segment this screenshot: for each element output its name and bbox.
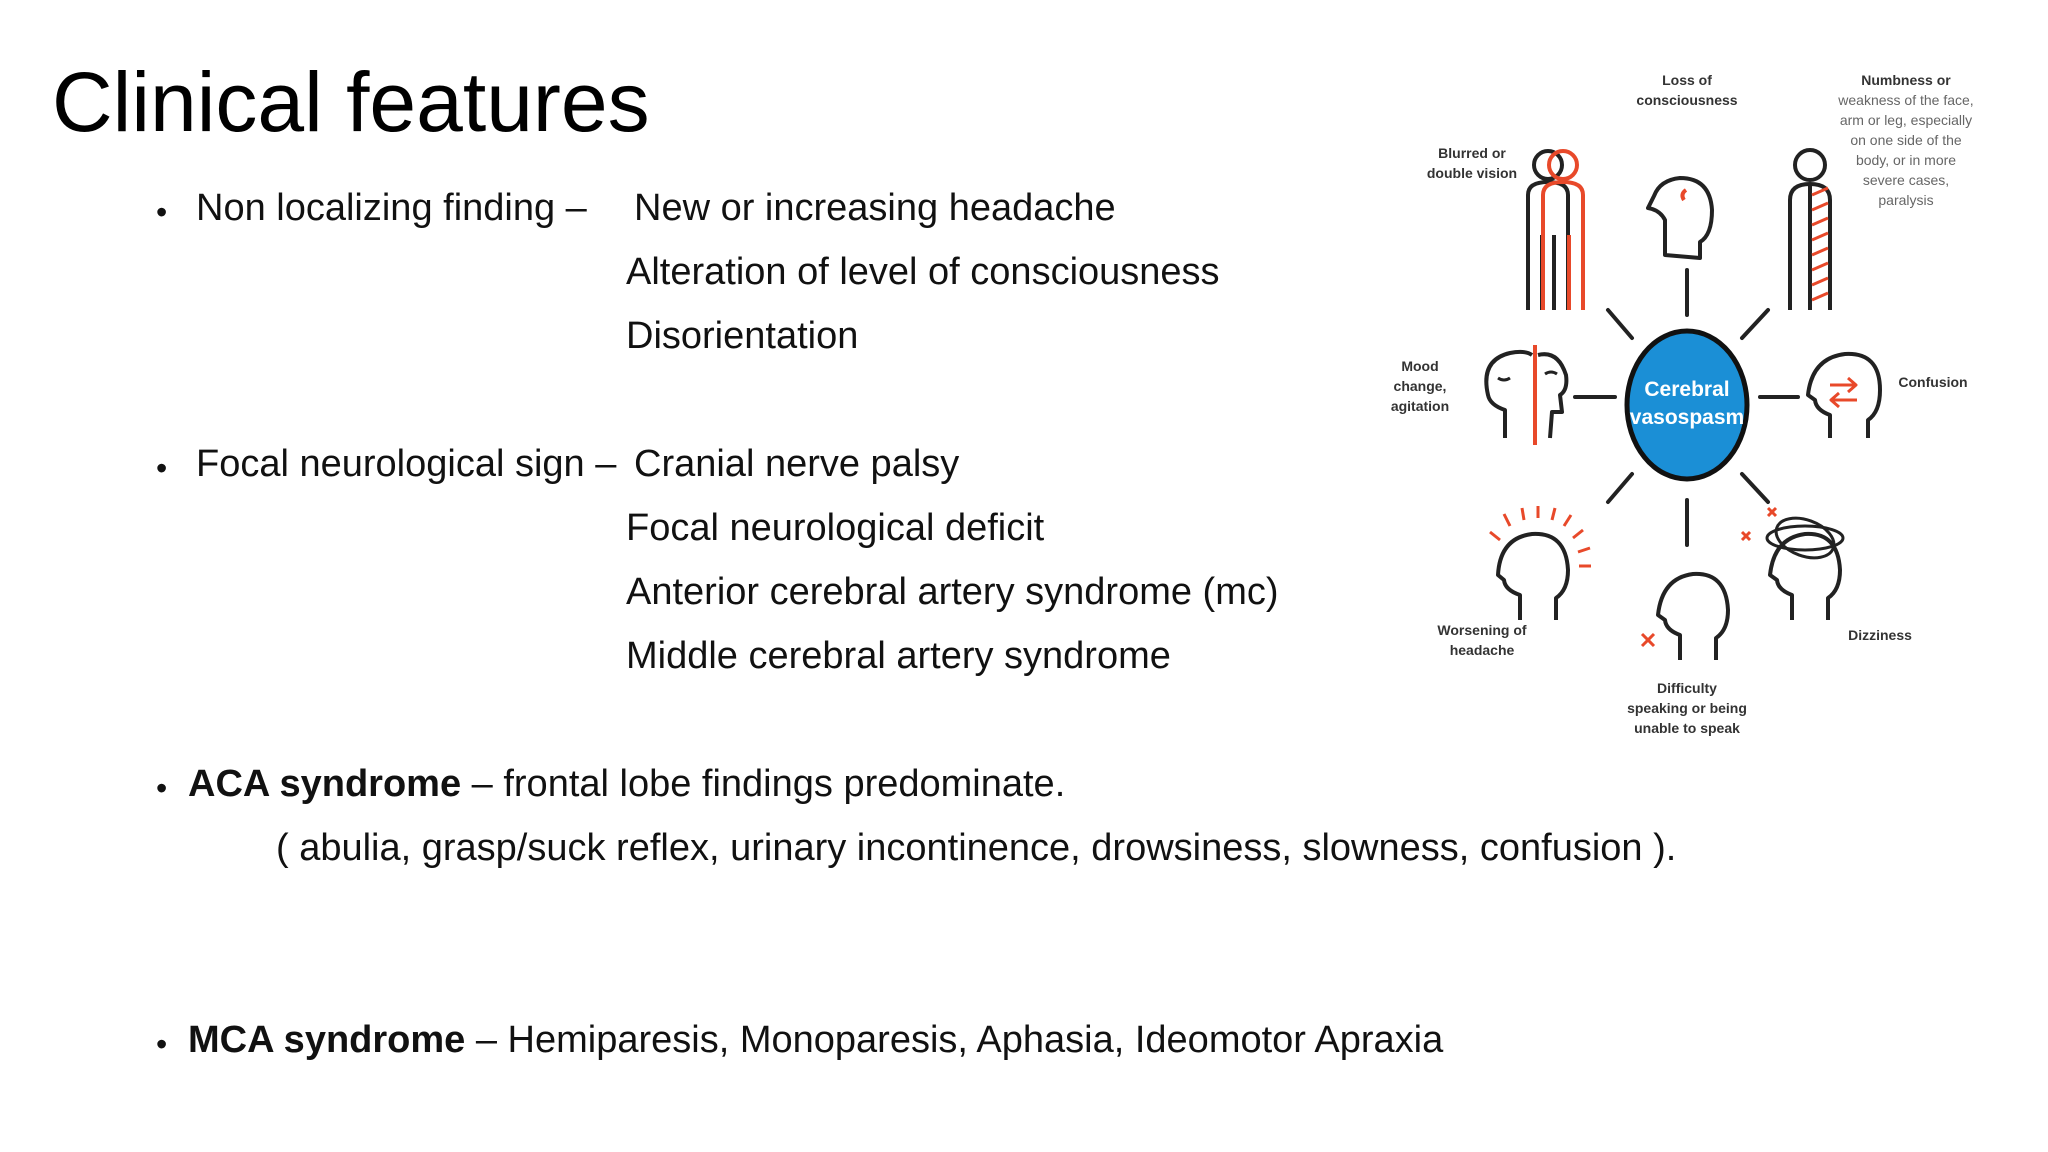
loss-of-consciousness-label-2: consciousness <box>1636 92 1737 108</box>
non-localizing-item-3: Disorientation <box>626 315 859 357</box>
speaking-label-2: speaking or being <box>1627 700 1747 716</box>
focal-item-3: Anterior cerebral artery syndrome (mc) <box>626 571 1279 613</box>
mood-change-face-icon <box>1484 345 1569 445</box>
center-ellipse <box>1624 328 1750 482</box>
center-label-2: vasospasm <box>1630 406 1744 429</box>
bullet-focal: • <box>156 450 168 486</box>
focal-item-4: Middle cerebral artery syndrome <box>626 635 1171 677</box>
mca-label: MCA syndrome <box>188 1019 466 1061</box>
mood-label-2: change, <box>1394 378 1447 394</box>
aca-line: ACA syndrome – frontal lobe findings pre… <box>188 762 1065 808</box>
mca-line: MCA syndrome – Hemiparesis, Monoparesis,… <box>188 1018 1443 1064</box>
bullet-non-localizing: • <box>156 194 168 230</box>
dizziness-icon <box>1740 506 1845 620</box>
double-vision-icon <box>1526 149 1585 310</box>
focal-label: Focal neurological sign – <box>196 443 617 485</box>
aca-label: ACA syndrome <box>188 763 462 805</box>
confusion-label: Confusion <box>1898 374 1967 390</box>
confusion-head-icon <box>1806 351 1882 438</box>
bullet-mca: • <box>156 1026 168 1062</box>
headache-label-2: headache <box>1450 642 1515 658</box>
unconscious-head-icon <box>1646 176 1714 260</box>
numbness-label-7: paralysis <box>1878 192 1933 208</box>
aca-text: – frontal lobe findings predominate. <box>461 763 1066 805</box>
non-localizing-item-1: New or increasing headache <box>634 187 1116 229</box>
bullet-aca: • <box>156 770 168 806</box>
vasospasm-diagram: Cerebral vasospasm Loss of consciousness… <box>1391 72 1974 736</box>
aca-details: ( abulia, grasp/suck reflex, urinary inc… <box>276 827 1677 869</box>
speaking-label-3: unable to speak <box>1634 720 1740 736</box>
slide-title: Clinical features <box>52 55 650 149</box>
mood-label-1: Mood <box>1401 358 1438 374</box>
blurred-vision-label-1: Blurred or <box>1438 145 1506 161</box>
numbness-label-2: weakness of the face, <box>1837 92 1973 108</box>
connector-lines <box>1573 268 1800 547</box>
non-localizing-item-2: Alteration of level of consciousness <box>626 251 1220 293</box>
numbness-label-4: on one side of the <box>1850 132 1962 148</box>
loss-of-consciousness-label-1: Loss of <box>1662 72 1712 88</box>
center-label-1: Cerebral <box>1644 378 1729 401</box>
numbness-label-1: Numbness or <box>1861 72 1951 88</box>
speaking-label-1: Difficulty <box>1657 680 1717 696</box>
mca-text: – Hemiparesis, Monoparesis, Aphasia, Ide… <box>465 1019 1444 1061</box>
numbness-label-6: severe cases, <box>1863 172 1949 188</box>
mood-label-3: agitation <box>1391 398 1449 414</box>
headache-icon <box>1489 506 1591 620</box>
numbness-label-3: arm or leg, especially <box>1840 112 1972 128</box>
focal-item-2: Focal neurological deficit <box>626 507 1045 549</box>
non-localizing-label: Non localizing finding – <box>196 187 587 229</box>
focal-item-1: Cranial nerve palsy <box>634 443 960 485</box>
headache-label-1: Worsening of <box>1437 622 1527 638</box>
numbness-label-5: body, or in more <box>1856 152 1956 168</box>
speaking-difficulty-icon <box>1640 571 1730 660</box>
dizziness-label: Dizziness <box>1848 627 1912 643</box>
blurred-vision-label-2: double vision <box>1427 165 1517 181</box>
numbness-figure-icon <box>1788 148 1832 310</box>
